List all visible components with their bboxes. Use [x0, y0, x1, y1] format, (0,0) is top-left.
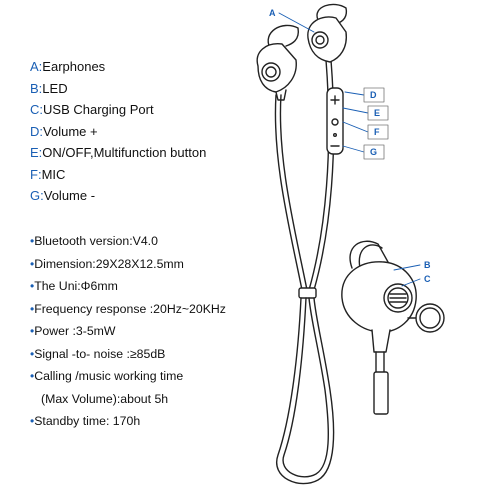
legend-item-led: B:LED: [30, 78, 206, 100]
bullet-icon: •: [30, 279, 35, 293]
legend-separator: :: [37, 166, 42, 182]
legend-item-multifunction: E:ON/OFF,Multifunction button: [30, 142, 206, 164]
legend-label: ON/OFF,Multifunction button: [42, 145, 207, 160]
legend-label: USB Charging Port: [43, 102, 154, 117]
legend-label: Earphones: [42, 59, 106, 74]
legend-key: D: [30, 123, 40, 139]
spec-dimension: •Dimension:29X28X12.5mm: [30, 253, 226, 276]
legend-key: E: [30, 145, 39, 160]
inline-remote: [326, 87, 344, 155]
bullet-icon: •: [30, 256, 35, 271]
legend-key: F: [30, 166, 38, 182]
callout-boxes: [363, 87, 389, 160]
right-earphone: [307, 3, 348, 63]
bullet-icon: •: [30, 324, 35, 338]
legend-key: C: [30, 102, 40, 117]
spec-text: Signal -to- noise :≥85dB: [34, 346, 166, 361]
bullet-icon: •: [30, 346, 35, 361]
spec-text: Standby time: 170h: [34, 414, 141, 428]
bullet-icon: •: [30, 301, 35, 316]
parts-legend: A:Earphones B:LED C:USB Charging Port D:…: [30, 56, 206, 207]
callout-f: F: [374, 127, 380, 137]
charging-port-cap: [407, 303, 445, 333]
cable-left-branch: [274, 94, 308, 291]
legend-item-usb-port: C:USB Charging Port: [30, 99, 206, 121]
callout-b: B: [424, 260, 431, 270]
spec-snr: •Signal -to- noise :≥85dB: [30, 343, 226, 366]
detail-earphone: [341, 240, 417, 415]
bullet-icon: •: [30, 369, 35, 383]
legend-key: B: [30, 80, 39, 96]
callout-lines: [278, 12, 421, 287]
legend-item-volume-up: D:Volume +: [30, 121, 206, 143]
cable-slider-clip: [298, 287, 317, 299]
legend-separator: :: [40, 188, 44, 203]
legend-separator: :: [38, 80, 43, 96]
legend-separator: :: [38, 145, 43, 160]
callout-c: C: [424, 274, 431, 284]
spec-power: •Power :3-5mW: [30, 320, 226, 343]
spec-working-time-continued: (Max Volume):about 5h: [30, 388, 226, 411]
legend-key: A: [30, 59, 39, 74]
specs-list: •Bluetooth version:V4.0 •Dimension:29X28…: [30, 230, 226, 433]
legend-separator: :: [38, 59, 43, 74]
left-earphone: [256, 24, 300, 101]
legend-label: LED: [42, 80, 68, 96]
legend-item-mic: F:MIC: [30, 164, 206, 186]
spec-text: Calling /music working time: [34, 369, 184, 383]
spec-text: Frequency response :20Hz~20KHz: [34, 301, 226, 316]
cable-lower-loop: [275, 297, 335, 485]
spec-text: The Uni:Φ6mm: [34, 279, 118, 293]
legend-separator: :: [39, 102, 44, 117]
legend-item-earphones: A:Earphones: [30, 56, 206, 78]
spec-bluetooth: •Bluetooth version:V4.0: [30, 230, 226, 253]
spec-text: (Max Volume):about 5h: [41, 391, 169, 406]
callout-e: E: [374, 108, 380, 118]
legend-label: Volume -: [43, 188, 96, 203]
bullet-icon: •: [30, 414, 35, 428]
callout-g: G: [370, 147, 377, 157]
spec-text: Power :3-5mW: [34, 324, 116, 338]
spec-working-time: •Calling /music working time: [30, 365, 226, 388]
spec-unit: •The Uni:Φ6mm: [30, 275, 226, 298]
spec-text: Dimension:29X28X12.5mm: [34, 256, 184, 271]
legend-item-volume-down: G:Volume -: [30, 185, 206, 207]
bullet-icon: •: [30, 234, 35, 248]
callout-d: D: [370, 90, 377, 100]
legend-label: Volume +: [43, 123, 98, 139]
spec-standby: •Standby time: 170h: [30, 410, 226, 433]
callout-a: A: [269, 8, 276, 18]
spec-frequency: •Frequency response :20Hz~20KHz: [30, 298, 226, 321]
legend-label: MIC: [41, 166, 66, 182]
spec-text: Bluetooth version:V4.0: [34, 234, 158, 248]
legend-separator: :: [39, 123, 44, 139]
legend-key: G: [30, 188, 41, 203]
